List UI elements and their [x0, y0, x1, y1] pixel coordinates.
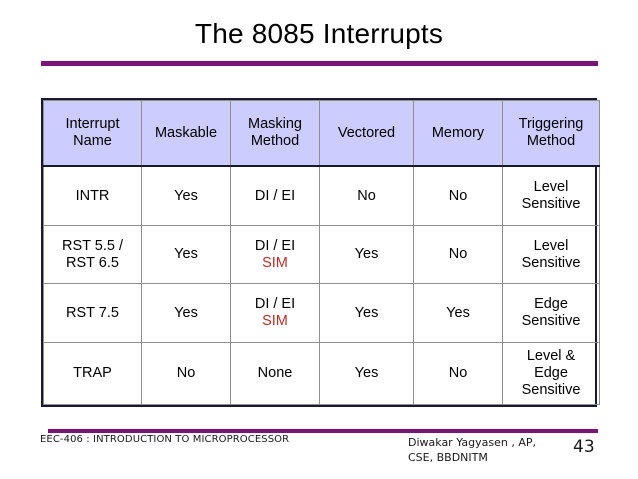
- cell-vectored: Yes: [319, 342, 414, 405]
- cell-maskable: Yes: [141, 225, 231, 284]
- cell-triggering-method: Level Sensitive: [502, 225, 600, 284]
- table-row: TRAP No None Yes No Level & Edge Sensiti: [43, 342, 600, 405]
- cell-line: Yes: [354, 246, 379, 262]
- cell-masking-method: DI / EI SIM: [230, 283, 320, 343]
- cell-masking-method: None: [230, 342, 320, 405]
- header-line: Method: [250, 133, 300, 149]
- column-header-maskable: Maskable: [141, 100, 231, 167]
- cell-line: Sensitive: [521, 254, 581, 271]
- cell-line: No: [448, 365, 468, 381]
- page-title: The 8085 Interrupts: [194, 18, 444, 49]
- cell-maskable: No: [141, 342, 231, 405]
- header-line: Method: [526, 133, 576, 149]
- footer-course-label: EEC-406 : INTRODUCTION TO MICROPROCESSOR: [40, 434, 290, 445]
- cell-line: Yes: [174, 246, 198, 262]
- header-line: Memory: [431, 124, 485, 141]
- cell-line: INTR: [75, 187, 110, 204]
- cell-memory: No: [413, 165, 503, 226]
- cell-line: DI / EI: [254, 237, 296, 254]
- cell-interrupt-name: RST 5.5 / RST 6.5: [43, 225, 142, 284]
- cell-interrupt-name: TRAP: [43, 342, 142, 405]
- table-row: RST 5.5 / RST 6.5 Yes DI / EI SIM Yes No: [43, 225, 600, 284]
- cell-line: Level: [533, 237, 569, 254]
- column-header-interrupt-name: Interrupt Name: [43, 100, 142, 167]
- cell-line: RST 6.5: [66, 254, 119, 271]
- cell-line: Sensitive: [521, 196, 581, 212]
- cell-memory: No: [413, 342, 503, 405]
- cell-line-highlight: Sensitive: [521, 382, 581, 398]
- cell-line-highlight: Sensitive: [521, 313, 581, 329]
- cell-line: Yes: [354, 365, 379, 381]
- cell-line: DI / EI: [254, 296, 296, 312]
- cell-maskable: Yes: [141, 165, 231, 226]
- cell-maskable: Yes: [141, 283, 231, 343]
- cell-line-highlight: Edge: [534, 296, 568, 312]
- cell-memory: No: [413, 225, 503, 284]
- cell-triggering-method: Level & Edge Sensitive: [502, 342, 600, 405]
- cell-line-highlight: Edge: [534, 365, 568, 381]
- column-header-masking-method: Masking Method: [230, 100, 320, 167]
- column-header-memory: Memory: [413, 100, 503, 167]
- cell-line: No: [448, 187, 468, 204]
- cell-line: Yes: [174, 304, 198, 321]
- cell-line: No: [357, 187, 376, 204]
- header-line: Name: [73, 133, 112, 149]
- cell-interrupt-name: RST 7.5: [43, 283, 142, 343]
- cell-line-highlight: SIM: [262, 313, 288, 329]
- cell-line: RST 5.5 /: [62, 237, 123, 254]
- interrupts-table: Interrupt Name Maskable Masking Method V…: [43, 100, 600, 405]
- interrupts-table-container: Interrupt Name Maskable Masking Method V…: [41, 98, 600, 407]
- cell-interrupt-name: INTR: [43, 165, 142, 226]
- cell-line-highlight: SIM: [262, 254, 288, 271]
- cell-line-highlight: Level &: [526, 348, 576, 364]
- cell-line-highlight: None: [257, 365, 293, 381]
- footer-author-line2: CSE, BBDNITM: [408, 451, 488, 464]
- table-row: INTR Yes DI / EI No No Level Sensitive: [43, 165, 600, 226]
- cell-triggering-method: Level Sensitive: [502, 165, 600, 226]
- table-row: RST 7.5 Yes DI / EI SIM Yes Yes Edge Sen: [43, 283, 600, 343]
- column-header-triggering-method: Triggering Method: [502, 100, 600, 167]
- cell-line: Yes: [174, 187, 198, 204]
- cell-line-highlight: No: [176, 365, 196, 381]
- cell-line: RST 7.5: [66, 304, 119, 321]
- cell-vectored: Yes: [319, 283, 414, 343]
- header-line: Maskable: [154, 124, 218, 141]
- cell-triggering-method: Edge Sensitive: [502, 283, 600, 343]
- cell-line: Level: [533, 179, 569, 195]
- cell-line: TRAP: [73, 365, 112, 381]
- title-divider-rule: [41, 61, 598, 66]
- cell-line: Yes: [354, 304, 379, 321]
- cell-masking-method: DI / EI: [230, 165, 320, 226]
- cell-masking-method: DI / EI SIM: [230, 225, 320, 284]
- cell-vectored: No: [319, 165, 414, 226]
- table-header-row: Interrupt Name Maskable Masking Method V…: [43, 100, 600, 167]
- header-line: Vectored: [337, 124, 396, 141]
- footer-author-line1: Diwakar Yagyasen , AP,: [408, 436, 536, 449]
- cell-line: No: [448, 246, 468, 262]
- footer-divider-rule: [48, 429, 598, 433]
- footer-author-block: Diwakar Yagyasen , AP, CSE, BBDNITM: [408, 435, 536, 465]
- header-line: Masking: [248, 116, 302, 132]
- cell-memory: Yes: [413, 283, 503, 343]
- column-header-vectored: Vectored: [319, 100, 414, 167]
- cell-line-highlight: Yes: [446, 304, 470, 321]
- cell-vectored: Yes: [319, 225, 414, 284]
- header-line: Interrupt: [65, 116, 120, 132]
- cell-line: DI / EI: [254, 187, 296, 204]
- header-line: Triggering: [518, 116, 584, 132]
- slide-page-number: 43: [573, 437, 595, 457]
